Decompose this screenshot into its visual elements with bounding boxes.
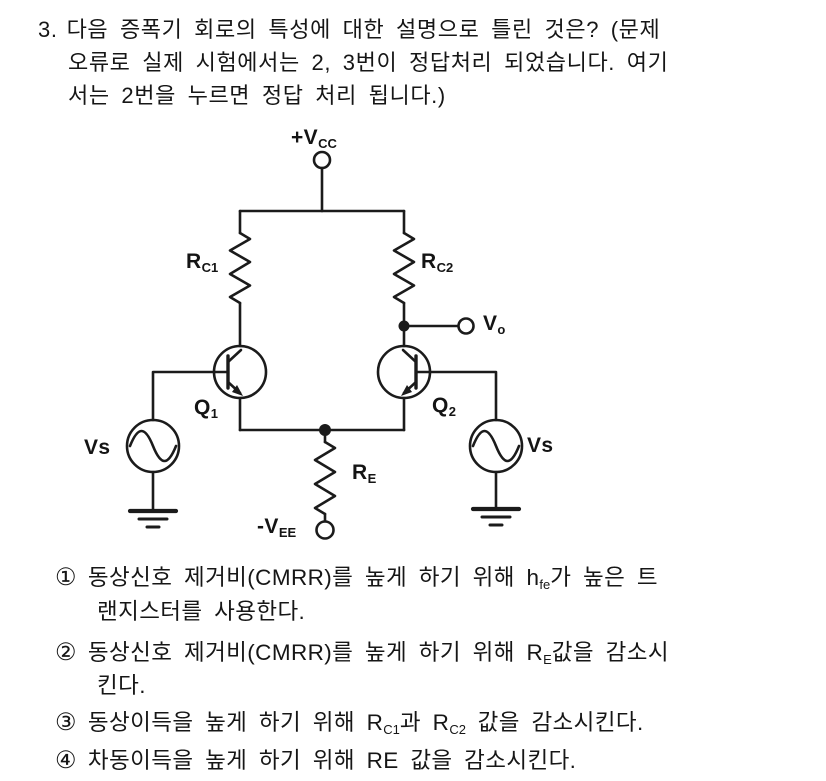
label-re: RE	[352, 461, 377, 486]
label-rc2: RC2	[421, 250, 454, 275]
resistor-re	[313, 440, 337, 516]
label-q1: Q1	[194, 396, 218, 421]
resistor-rc1	[228, 231, 252, 305]
sine-wave-right	[471, 429, 521, 463]
sine-wave-left	[128, 429, 178, 463]
q1-emitter-arrow	[232, 385, 243, 396]
vcc-terminal	[312, 150, 332, 170]
vee-terminal	[315, 520, 335, 540]
choice-3-text: 동상이득을 높게 하기 위해 RC1과 RC2 값을 감소시킨다.	[87, 710, 644, 737]
choice-2-text-line2[interactable]: 킨다.	[97, 673, 146, 698]
choice-1[interactable]: ① 동상신호 제거비(CMRR)를 높게 하기 위해 hfe가 높은 트	[55, 563, 658, 593]
choice-1-text: 동상신호 제거비(CMRR)를 높게 하기 위해 hfe가 높은 트	[87, 565, 658, 592]
choice-3[interactable]: ③ 동상이득을 높게 하기 위해 RC1과 RC2 값을 감소시킨다.	[55, 708, 644, 738]
label-q2: Q2	[432, 394, 456, 419]
choice-1-text-line2[interactable]: 랜지스터를 사용한다.	[97, 599, 306, 624]
label-vs-right: Vs	[527, 434, 554, 457]
label-vcc: +VCC	[291, 126, 337, 151]
ground-left	[127, 508, 179, 529]
choice-4-text: 차동이득을 높게 하기 위해 RE 값을 감소시킨다.	[87, 748, 577, 773]
label-vs-left: Vs	[84, 436, 111, 459]
resistor-rc2	[392, 231, 416, 305]
question-line-1: 3. 다음 증폭기 회로의 특성에 대한 설명으로 틀린 것은? (문제	[38, 15, 660, 45]
choice-2-number[interactable]: ②	[55, 639, 77, 666]
label-rc1: RC1	[186, 250, 219, 275]
question-number: 3.	[38, 17, 58, 42]
choice-2[interactable]: ② 동상신호 제거비(CMRR)를 높게 하기 위해 RE값을 감소시	[55, 638, 669, 668]
choice-3-number[interactable]: ③	[55, 709, 77, 736]
question-line-2: 오류로 실제 시험에서는 2, 3번이 정답처리 되었습니다. 여기	[68, 50, 669, 75]
label-vo: Vo	[483, 312, 506, 337]
choice-1-number[interactable]: ①	[55, 564, 77, 591]
choice-4-number[interactable]: ④	[55, 747, 77, 774]
question-text-1: 다음 증폭기 회로의 특성에 대한 설명으로 틀린 것은? (문제	[66, 17, 661, 42]
vo-terminal	[457, 317, 475, 335]
question-line-3: 서는 2번을 누르면 정답 처리 됩니다.)	[68, 83, 446, 108]
label-vee: -VEE	[257, 515, 297, 540]
choice-4[interactable]: ④ 차동이득을 높게 하기 위해 RE 값을 감소시킨다.	[55, 746, 576, 776]
ground-right	[470, 506, 522, 527]
q2-emitter-arrow	[401, 385, 412, 396]
choice-2-text: 동상신호 제거비(CMRR)를 높게 하기 위해 RE값을 감소시	[87, 640, 669, 667]
